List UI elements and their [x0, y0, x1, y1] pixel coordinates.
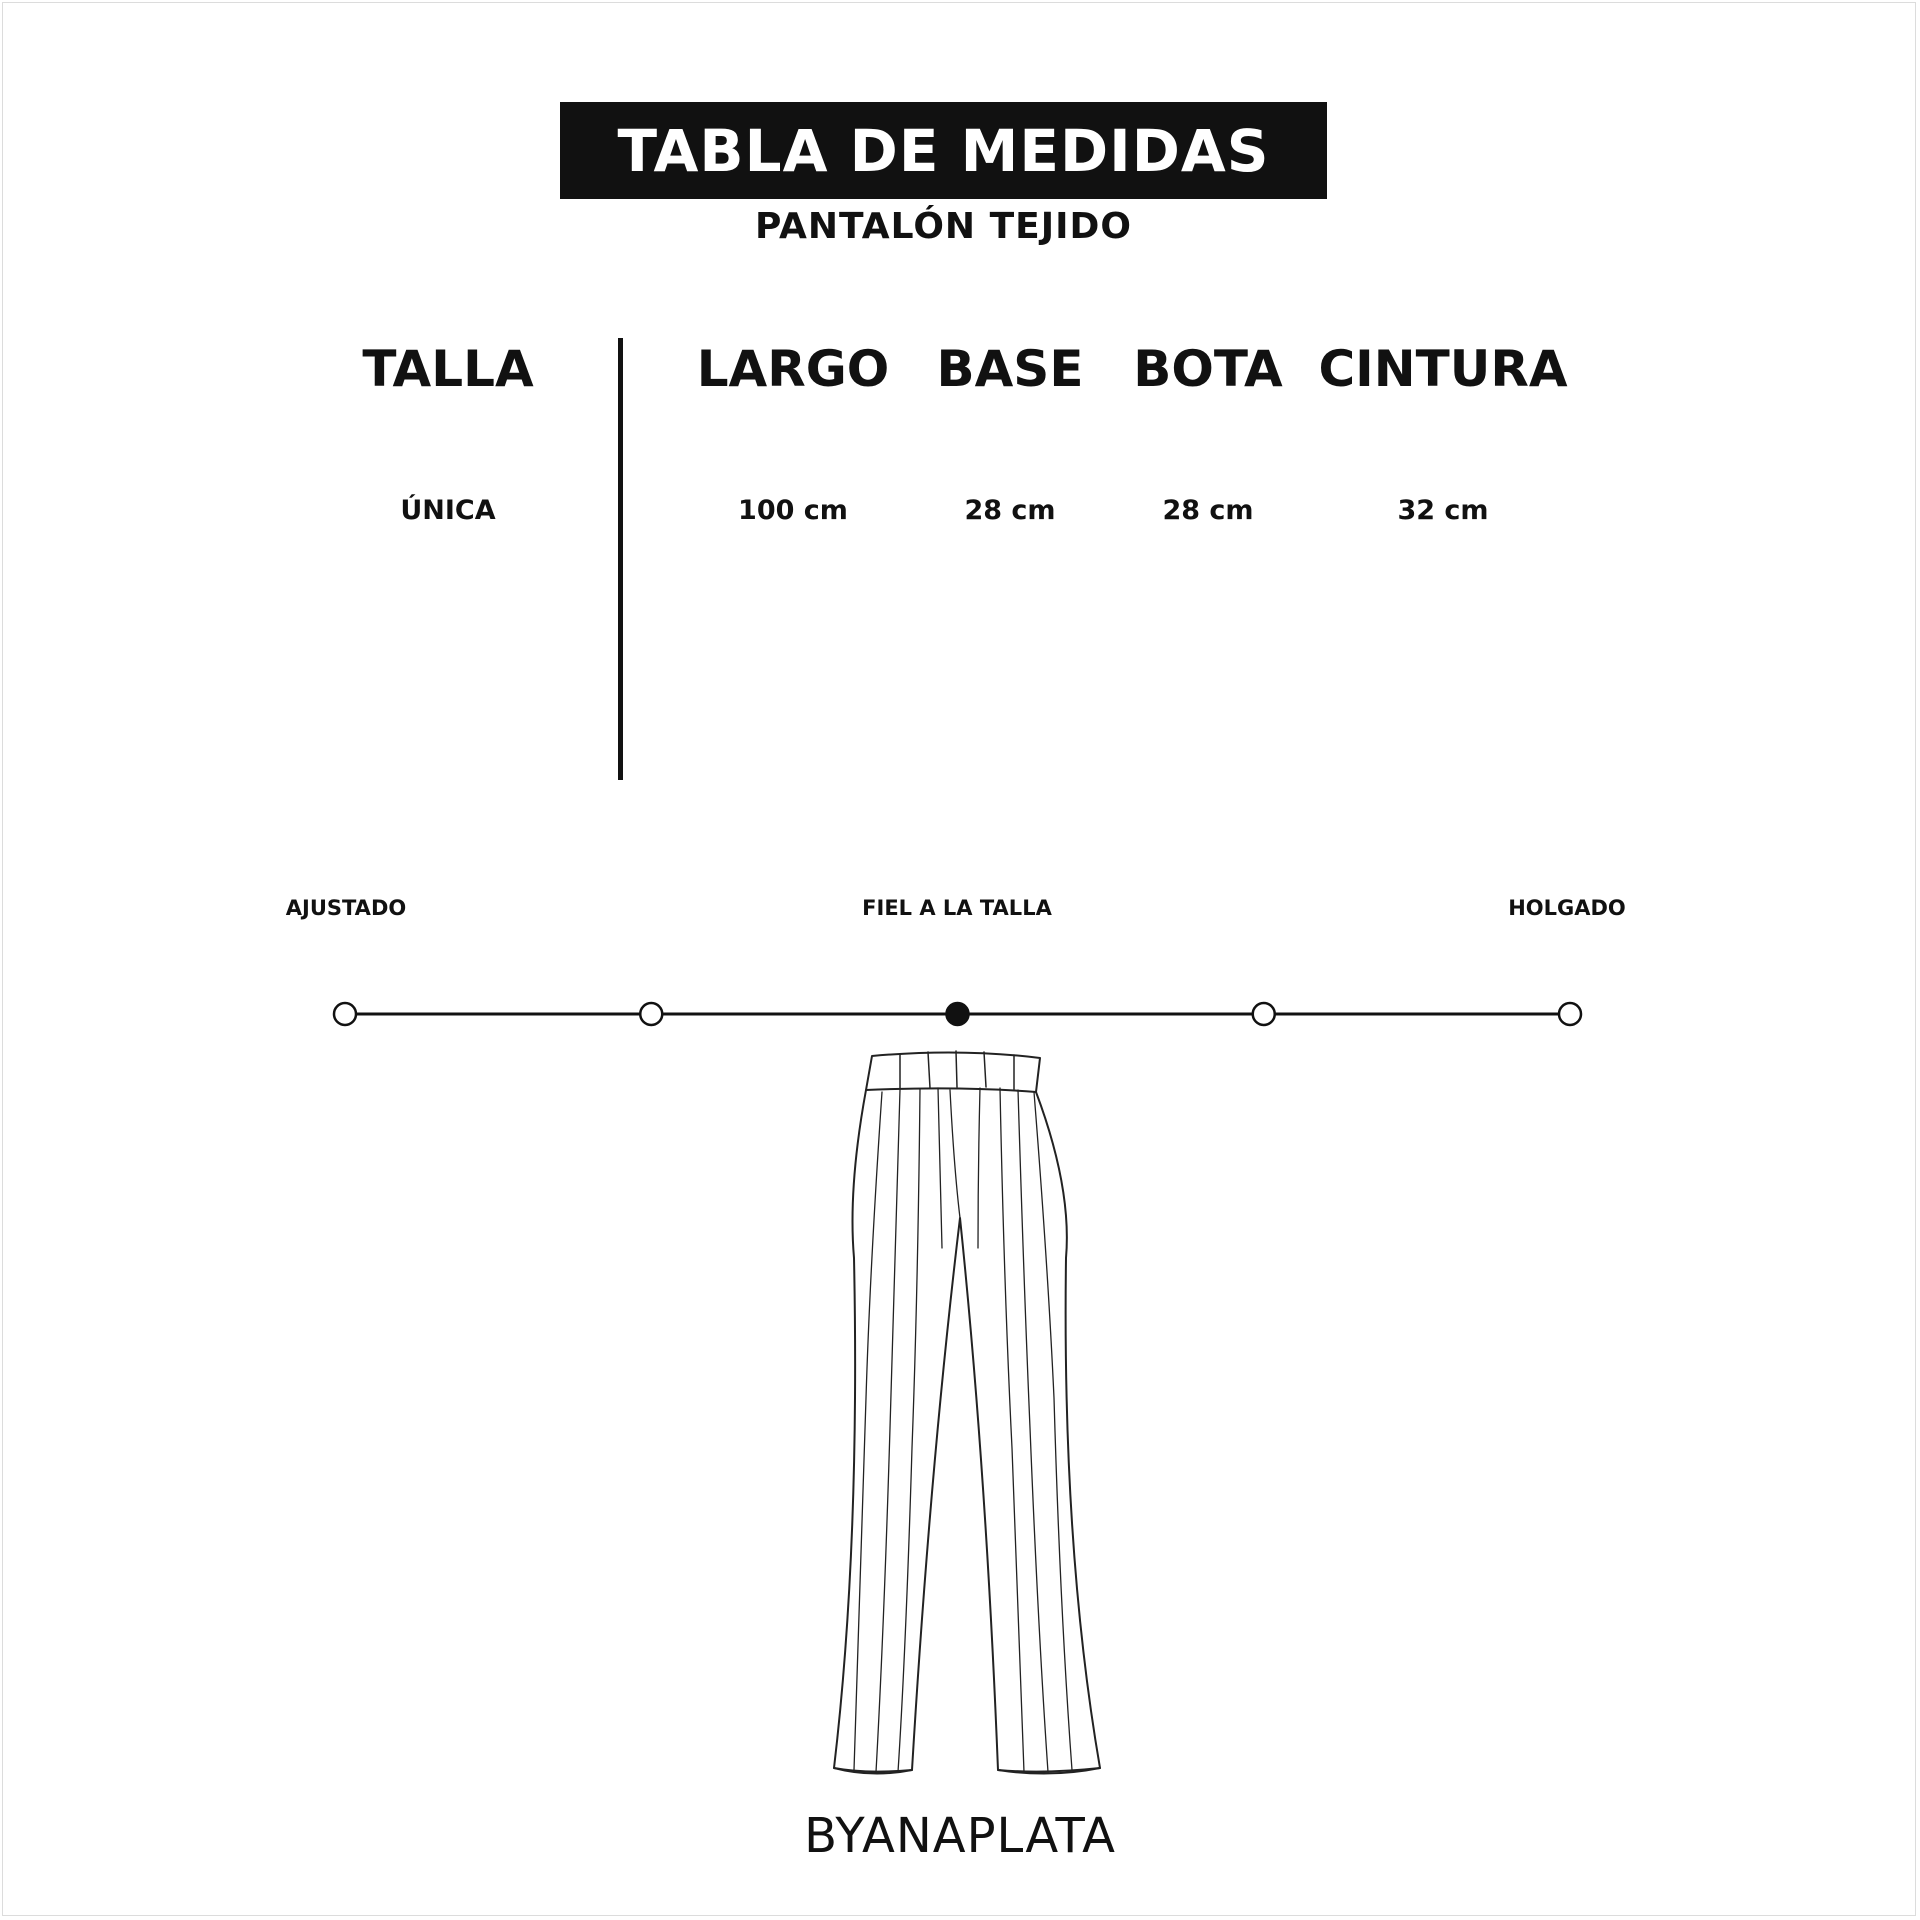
cell-cintura: 32 cm [1397, 495, 1489, 526]
fit-scale-dot-selected [945, 1001, 970, 1027]
column-header-base: BASE [936, 340, 1084, 398]
column-header-largo: LARGO [696, 340, 890, 398]
cell-base: 28 cm [964, 495, 1056, 526]
cell-bota: 28 cm [1162, 495, 1254, 526]
flared-knit-pants-icon [833, 1050, 1101, 1775]
fit-scale-dot [639, 1001, 664, 1027]
product-subtitle: PANTALÓN TEJIDO [754, 206, 1133, 247]
fit-label-holgado: HOLGADO [1508, 896, 1626, 920]
cell-talla: ÚNICA [400, 495, 496, 526]
cell-largo: 100 cm [738, 495, 848, 526]
column-header-cintura: CINTURA [1318, 340, 1568, 398]
fit-scale [332, 1001, 1583, 1027]
column-header-bota: BOTA [1133, 340, 1283, 398]
fit-label-ajustado: AJUSTADO [285, 896, 407, 920]
fit-label-fiel-a-la-talla: FIEL A LA TALLA [862, 896, 1052, 920]
column-header-talla: TALLA [362, 340, 534, 398]
fit-scale-dot [332, 1001, 358, 1027]
page-title: TABLA DE MEDIDAS [560, 102, 1327, 199]
table-divider [618, 338, 623, 780]
fit-scale-dot [1251, 1001, 1276, 1027]
fit-scale-dot [1557, 1001, 1583, 1027]
brand-name: BYANAPLATA [804, 1808, 1116, 1864]
page-title-text: TABLA DE MEDIDAS [617, 116, 1270, 185]
